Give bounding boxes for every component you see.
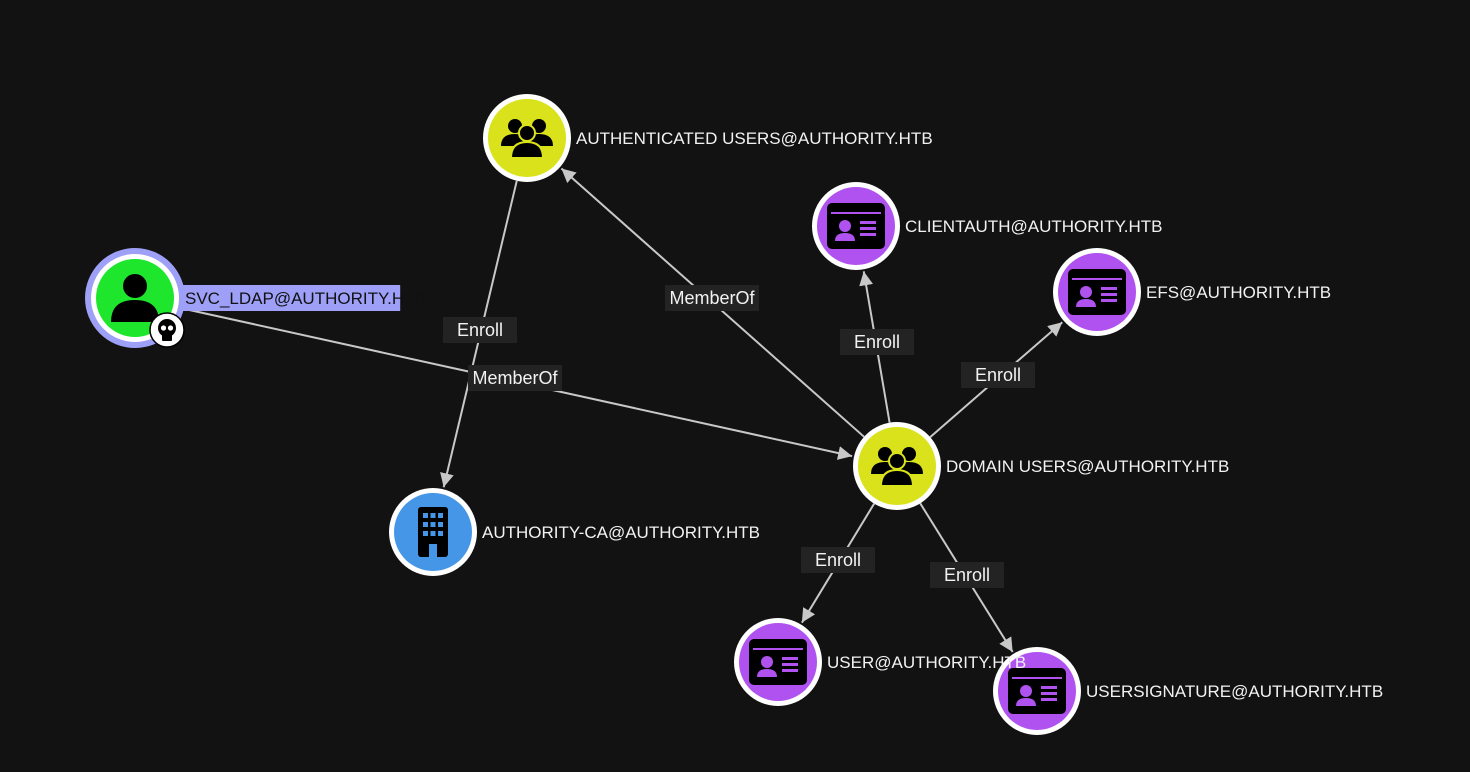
node-label-group[interactable]: DOMAIN USERS@AUTHORITY.HTB [946,457,1229,476]
certtemplate-icon [1068,269,1126,315]
edge-label[interactable]: Enroll [443,317,517,343]
node-label-group[interactable]: SVC_LDAP@AUTHORITY.HTB [149,285,426,348]
edge-label-text: MemberOf [472,368,558,388]
certtemplate-icon [827,203,885,249]
edge-label-text: MemberOf [669,288,755,308]
owned-skull-icon [149,312,185,348]
edge-label-bg [801,547,875,573]
edge-label-bg [443,317,517,343]
node-label-group[interactable]: CLIENTAUTH@AUTHORITY.HTB [905,217,1162,236]
node-user[interactable] [734,618,822,706]
edge-label-bg [665,285,759,311]
edge-label-bg [961,362,1035,388]
edges-layer [177,167,1063,653]
node-label: USERSIGNATURE@AUTHORITY.HTB [1086,682,1383,701]
node-label: DOMAIN USERS@AUTHORITY.HTB [946,457,1229,476]
node-label-group[interactable]: EFS@AUTHORITY.HTB [1146,283,1331,302]
edge-label-text: Enroll [457,320,503,340]
node-efs[interactable] [1053,248,1141,336]
node-label: CLIENTAUTH@AUTHORITY.HTB [905,217,1162,236]
node-usersignature[interactable] [993,647,1081,735]
edge-label-bg [840,329,914,355]
user-icon [111,274,159,322]
edge-label[interactable]: Enroll [930,562,1004,588]
node-authority-ca[interactable] [389,488,477,576]
certtemplate-icon [749,639,807,685]
node-domain-users[interactable] [853,422,941,510]
edge-label-bg [930,562,1004,588]
edge-label[interactable]: Enroll [801,547,875,573]
node-label: AUTHORITY-CA@AUTHORITY.HTB [482,523,760,542]
node-labels-layer: AUTHENTICATED USERS@AUTHORITY.HTB SVC_LDA… [149,129,1383,701]
edge-label-text: Enroll [944,565,990,585]
node-label: USER@AUTHORITY.HTB [827,653,1026,672]
certtemplate-icon [1008,668,1066,714]
edge-labels-layer: MemberOfMemberOfEnrollEnrollEnrollEnroll… [443,285,1035,588]
node-clientauth[interactable] [812,182,900,270]
node-label-group[interactable]: AUTHENTICATED USERS@AUTHORITY.HTB [576,129,933,148]
node-label-group[interactable]: USER@AUTHORITY.HTB [827,653,1026,672]
node-label: AUTHENTICATED USERS@AUTHORITY.HTB [576,129,933,148]
edge-label[interactable]: MemberOf [665,285,759,311]
enterpriseca-icon [418,507,448,557]
node-auth-users[interactable] [483,94,571,182]
edge-label[interactable]: Enroll [961,362,1035,388]
edge-label-text: Enroll [975,365,1021,385]
node-label-group[interactable]: USERSIGNATURE@AUTHORITY.HTB [1086,682,1383,701]
label-highlight [181,285,401,311]
nodes-layer [85,94,1141,735]
group-icon [871,447,923,487]
node-label: SVC_LDAP@AUTHORITY.HTB [185,289,426,308]
edge-label-bg [468,365,562,391]
edge-label-text: Enroll [854,332,900,352]
node-label: EFS@AUTHORITY.HTB [1146,283,1331,302]
group-icon [501,119,553,159]
node-label-group[interactable]: AUTHORITY-CA@AUTHORITY.HTB [482,523,760,542]
edge-label[interactable]: MemberOf [468,365,562,391]
edge-label[interactable]: Enroll [840,329,914,355]
edge-label-text: Enroll [815,550,861,570]
